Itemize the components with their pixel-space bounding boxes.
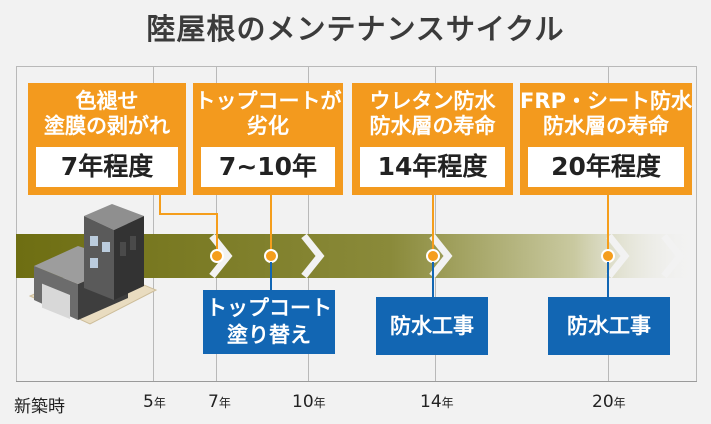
chevron-14y: [429, 234, 453, 278]
chevron-end: [661, 234, 685, 278]
building-icon: [28, 204, 158, 325]
connector-fading-h: [159, 213, 217, 215]
marker-topcoat: [264, 249, 278, 263]
marker-14y: [426, 249, 440, 263]
card-fading-title: 色褪せ 塗膜の剥がれ: [44, 89, 170, 138]
card-topcoat-title: トップコートが 劣化: [194, 89, 342, 138]
card-frp-sheet: FRP・シート防水 防水層の寿命 20年程度: [520, 83, 692, 195]
work-waterproof-14y: 防水工事: [376, 297, 488, 355]
card-topcoat: トップコートが 劣化 7~10年: [193, 83, 343, 195]
gridline-5y: [153, 66, 154, 382]
work-topcoat-repaint: トップコート 塗り替え: [203, 290, 335, 354]
card-fading-value: 7年程度: [36, 147, 178, 187]
card-urethane-value: 14年程度: [360, 147, 505, 187]
connector-fading-v1: [159, 195, 161, 215]
card-frp-sheet-value: 20年程度: [528, 147, 684, 187]
connector-topcoat: [270, 195, 272, 253]
card-fading: 色褪せ 塗膜の剥がれ 7年程度: [28, 83, 186, 195]
card-urethane-title: ウレタン防水 防水層の寿命: [369, 89, 496, 138]
tick-10y: 10年: [292, 392, 326, 412]
tick-5y: 5年: [143, 392, 166, 412]
marker-20y: [601, 249, 615, 263]
connector-repaint: [270, 262, 272, 290]
connector-urethane: [432, 195, 434, 253]
connector-frp: [607, 195, 609, 253]
tick-20y: 20年: [592, 392, 626, 412]
work-waterproof-20y: 防水工事: [548, 297, 670, 355]
gridline-10y: [308, 66, 309, 382]
card-urethane: ウレタン防水 防水層の寿命 14年程度: [352, 83, 513, 195]
card-frp-sheet-title: FRP・シート防水 防水層の寿命: [520, 89, 692, 138]
connector-waterproof-14: [432, 262, 434, 297]
tick-14y: 14年: [420, 392, 454, 412]
timeline-frame: [16, 66, 697, 382]
chevron-20y: [606, 234, 630, 278]
connector-fading-v2: [216, 213, 218, 253]
diagram-title: 陸屋根のメンテナンスサイクル: [146, 12, 565, 46]
tick-7y: 7年: [208, 392, 231, 412]
axis-start-label: 新築時: [14, 397, 65, 417]
card-topcoat-value: 7~10年: [201, 147, 335, 187]
chevron-10y: [301, 234, 325, 278]
axis-baseline: [16, 381, 697, 382]
gridline-14y: [435, 66, 436, 382]
marker-7y: [210, 249, 224, 263]
connector-waterproof-20: [607, 262, 609, 297]
